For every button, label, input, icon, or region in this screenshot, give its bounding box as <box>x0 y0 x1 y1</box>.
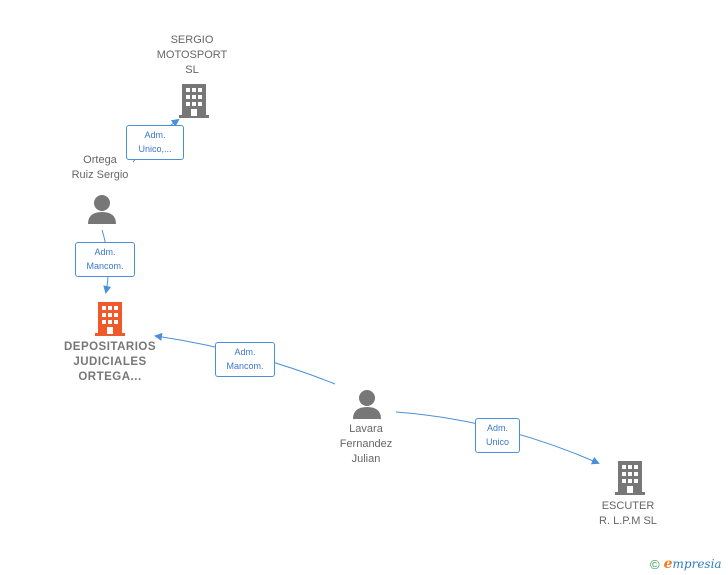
edge-label-ortega-depositarios[interactable]: Adm. Mancom. <box>75 242 135 277</box>
brand-footer: © empresia <box>650 554 722 574</box>
node-label-escuter[interactable]: ESCUTER R. L.P.M SL <box>599 500 657 527</box>
node-label-sergio-motosport[interactable]: SERGIO MOTOSPORT SL <box>156 34 228 76</box>
copyright-icon: © <box>650 556 660 572</box>
brand-name: mpresia <box>672 557 722 571</box>
building-icon[interactable] <box>179 84 209 118</box>
node-label-lavara-fernandez-julian[interactable]: Lavara Fernandez Julian <box>339 423 393 465</box>
person-icon[interactable] <box>88 195 116 224</box>
brand-initial: e <box>663 556 673 572</box>
building-icon[interactable] <box>615 461 645 495</box>
node-label-ortega-ruiz-sergio[interactable]: Ortega Ruiz Sergio <box>71 154 129 181</box>
node-label-depositarios-judiciales[interactable]: DEPOSITARIOS JUDICIALES ORTEGA... <box>63 341 157 383</box>
brand-logo: empresia <box>664 556 722 572</box>
edge-label-lavara-depositarios[interactable]: Adm. Mancom. <box>215 342 275 377</box>
edge-label-lavara-escuter[interactable]: Adm. Unico <box>475 418 520 453</box>
person-icon[interactable] <box>353 390 381 419</box>
building-icon-highlight[interactable] <box>95 302 125 336</box>
edge-label-ortega-sergio[interactable]: Adm. Unico,... <box>126 125 184 160</box>
